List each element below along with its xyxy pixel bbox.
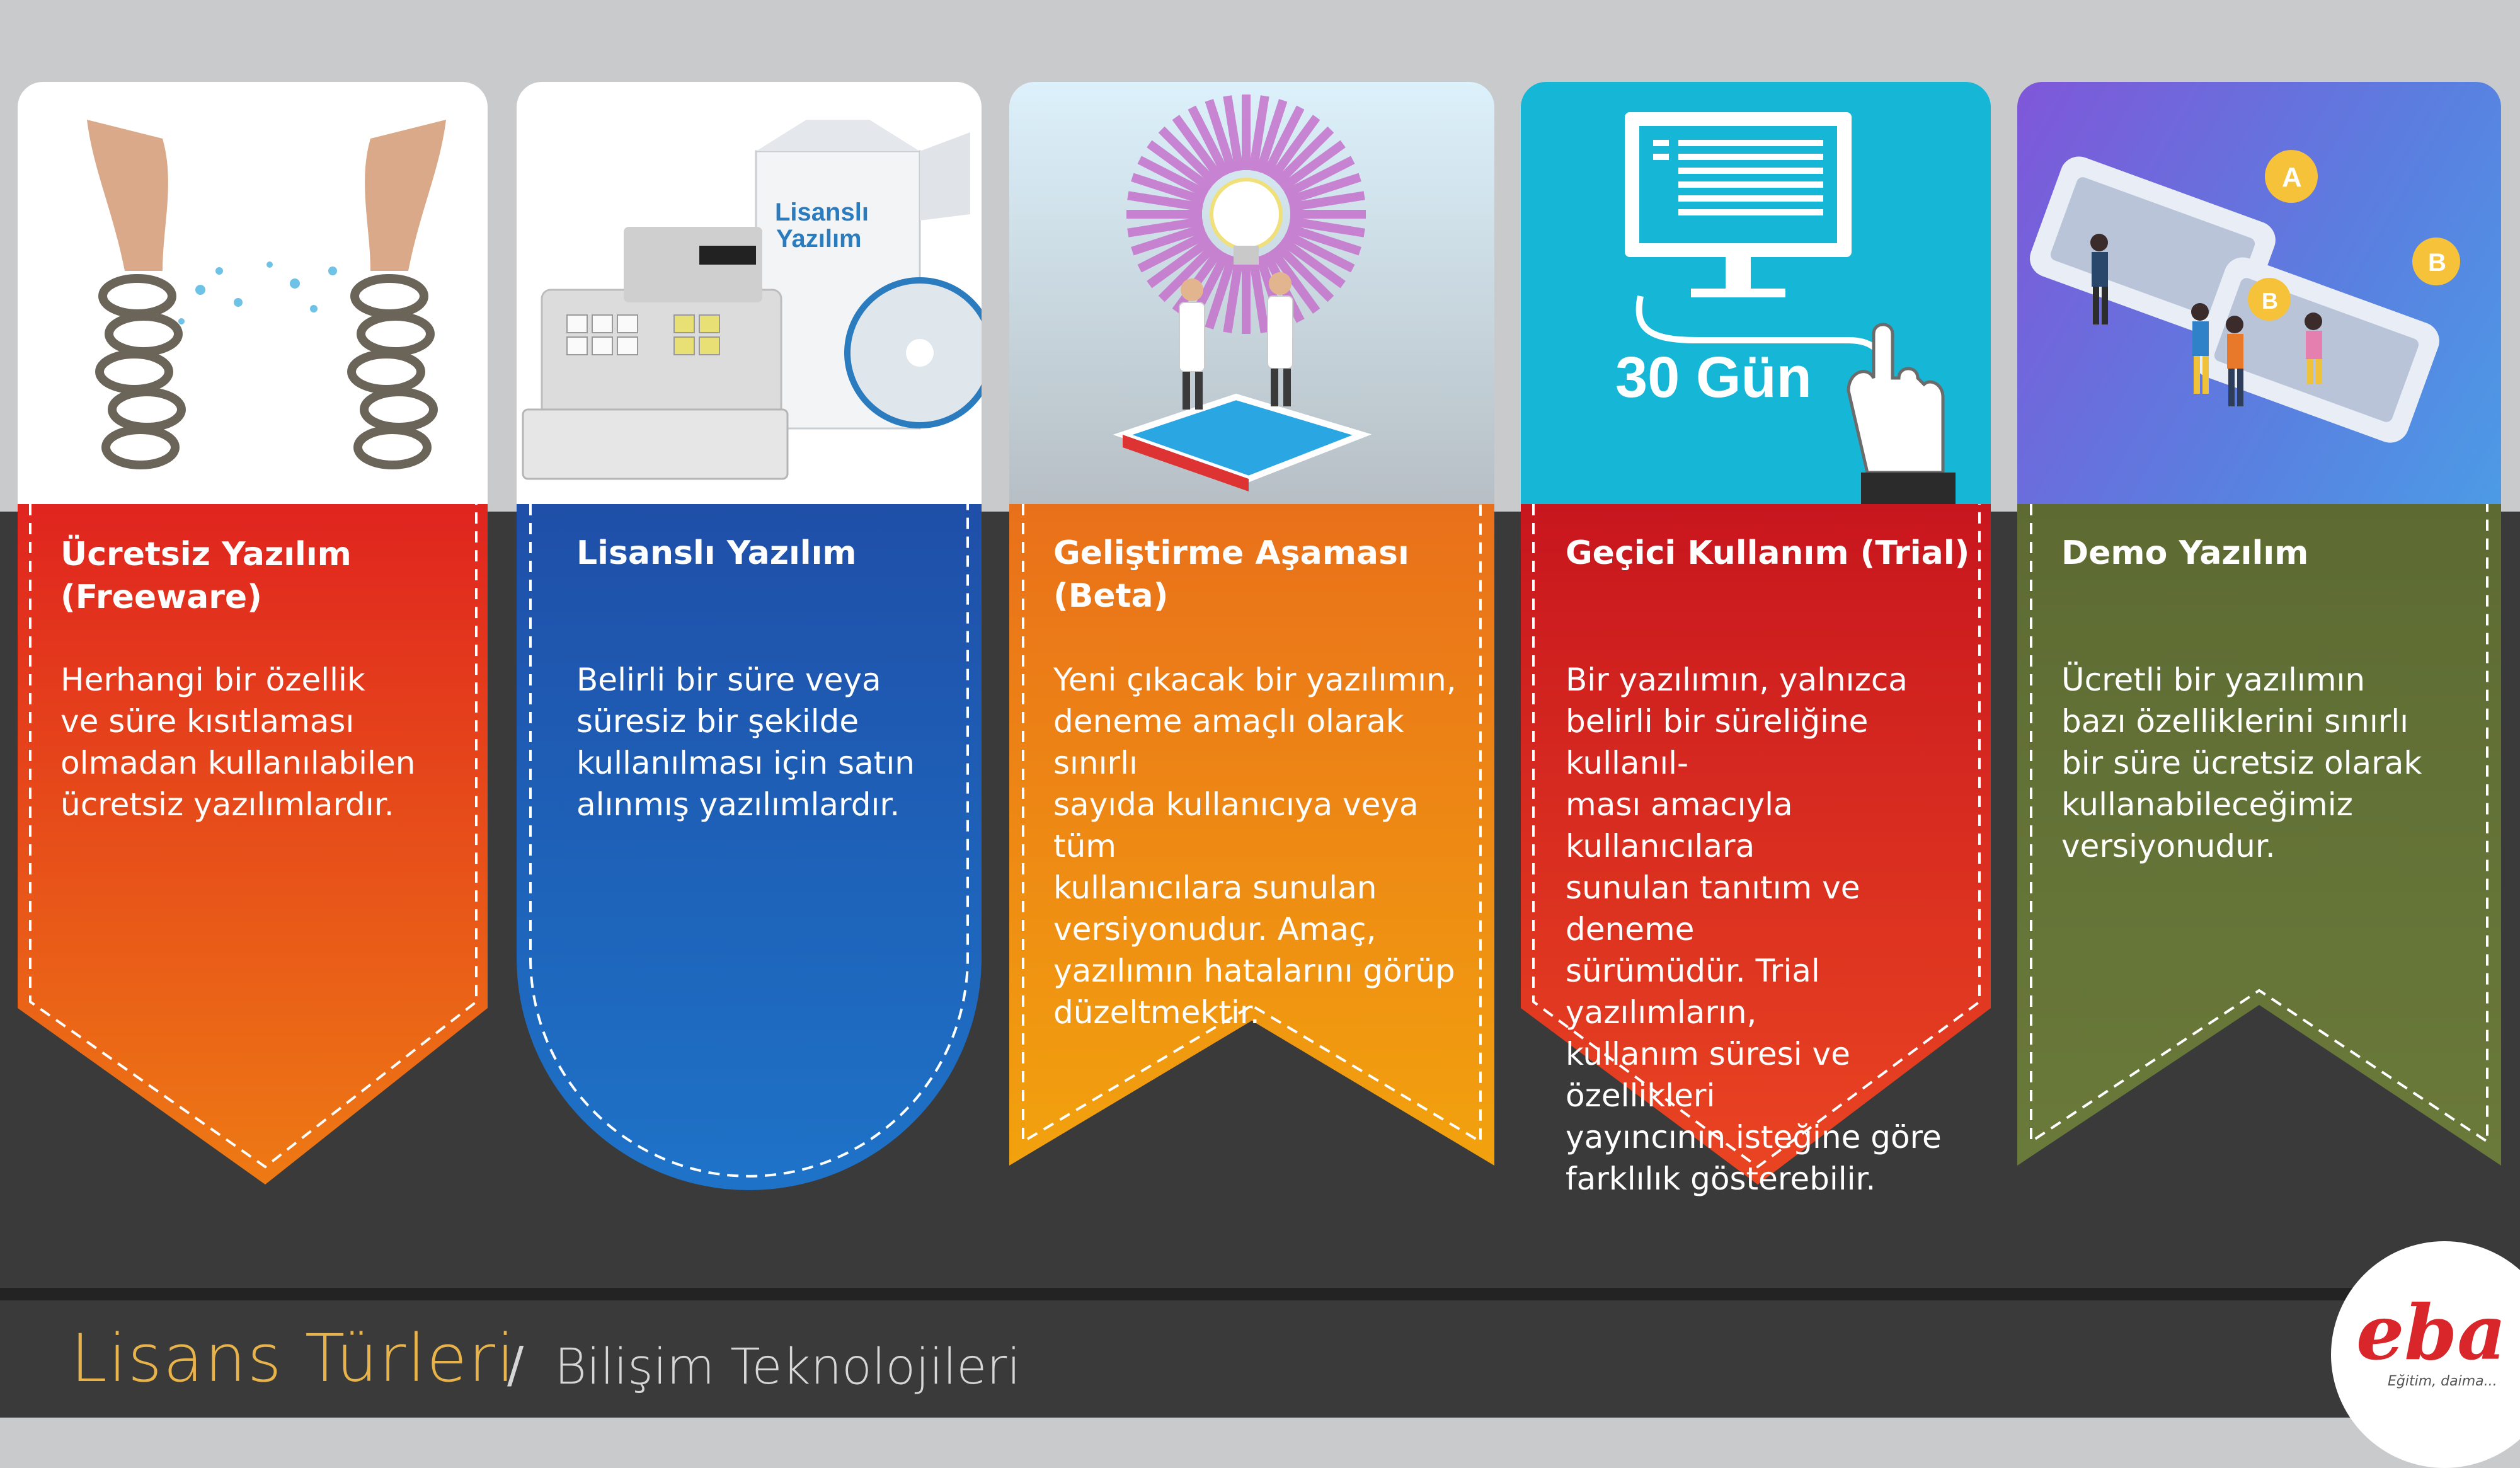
badge-a-icon [2265, 150, 2318, 203]
footer-separator: / [507, 1337, 524, 1394]
demo-title: Demo Yazılım [2061, 534, 2309, 572]
scientist-right-icon [1267, 272, 1293, 406]
person-icon [2090, 234, 2108, 324]
footer-divider [0, 1288, 2520, 1300]
banner-trial [1521, 504, 1991, 1184]
badge-b-icon [2248, 278, 2291, 321]
scientist-left-icon [1179, 278, 1205, 410]
footer-subtitle: Bilişim Teknolojileri [554, 1339, 1021, 1396]
box-label-1: Lisanslı [775, 198, 869, 226]
banner-demo [2017, 504, 2501, 1166]
eba-logo-text: eba [2356, 1288, 2507, 1377]
card-trial-image: 30 Gün [1521, 82, 1991, 504]
person-icon [2191, 303, 2209, 394]
eba-logo-tagline: Eğitim, daima... [2388, 1373, 2497, 1389]
trial-description: Bir yazılımın, yalnızca belirli bir süre… [1566, 662, 1942, 1197]
banner-freeware [18, 504, 488, 1184]
svg-text:A: A [2282, 162, 2302, 193]
freeware-title: Ücretsiz Yazılım (Freeware) [60, 536, 352, 616]
licensed-description: Belirli bir süre veya süresiz bir şekild… [576, 662, 915, 823]
person-icon [2305, 313, 2322, 384]
person-icon [2226, 316, 2243, 406]
lightbulb-scientists-icon [1113, 95, 1372, 491]
svg-text:B: B [2428, 249, 2446, 277]
badge-b-icon [2412, 238, 2460, 285]
footer-title: Lisans Türleri [71, 1320, 516, 1397]
beta-description: Yeni çıkacak bir yazılımın, deneme amaçl… [1053, 662, 1457, 1031]
demo-description: Ücretli bir yazılımın bazı özelliklerini… [2061, 662, 2422, 864]
footer-bar [0, 1300, 2520, 1418]
card-demo-image: A B B [2017, 82, 2501, 504]
box-label-2: Yazılım [776, 225, 862, 253]
banner-beta [1009, 504, 1494, 1166]
licensed-title: Lisanslı Yazılım [576, 534, 857, 572]
svg-text:B: B [2262, 288, 2278, 314]
card-licensed-image: Lisanslı Yazılım [517, 82, 982, 504]
banner-licensed [517, 504, 982, 1190]
card-beta-image [1009, 82, 1494, 504]
broken-chains-icon [87, 120, 446, 469]
banners [18, 504, 2501, 1190]
card-freeware-image [18, 82, 488, 504]
phones-people-icon: A B B [2030, 150, 2460, 443]
trial-title: Geçici Kullanım (Trial) [1566, 534, 1970, 572]
freeware-description: Herhangi bir özellik ve süre kısıtlaması… [60, 662, 416, 823]
trial-days-label: 30 Gün [1615, 345, 1812, 410]
cash-register-box-icon: Lisanslı Yazılım [522, 120, 982, 480]
monitor-mouse-icon: 30 Gün [1615, 112, 1956, 504]
beta-title: Geliştirme Aşaması (Beta) [1053, 534, 1409, 615]
